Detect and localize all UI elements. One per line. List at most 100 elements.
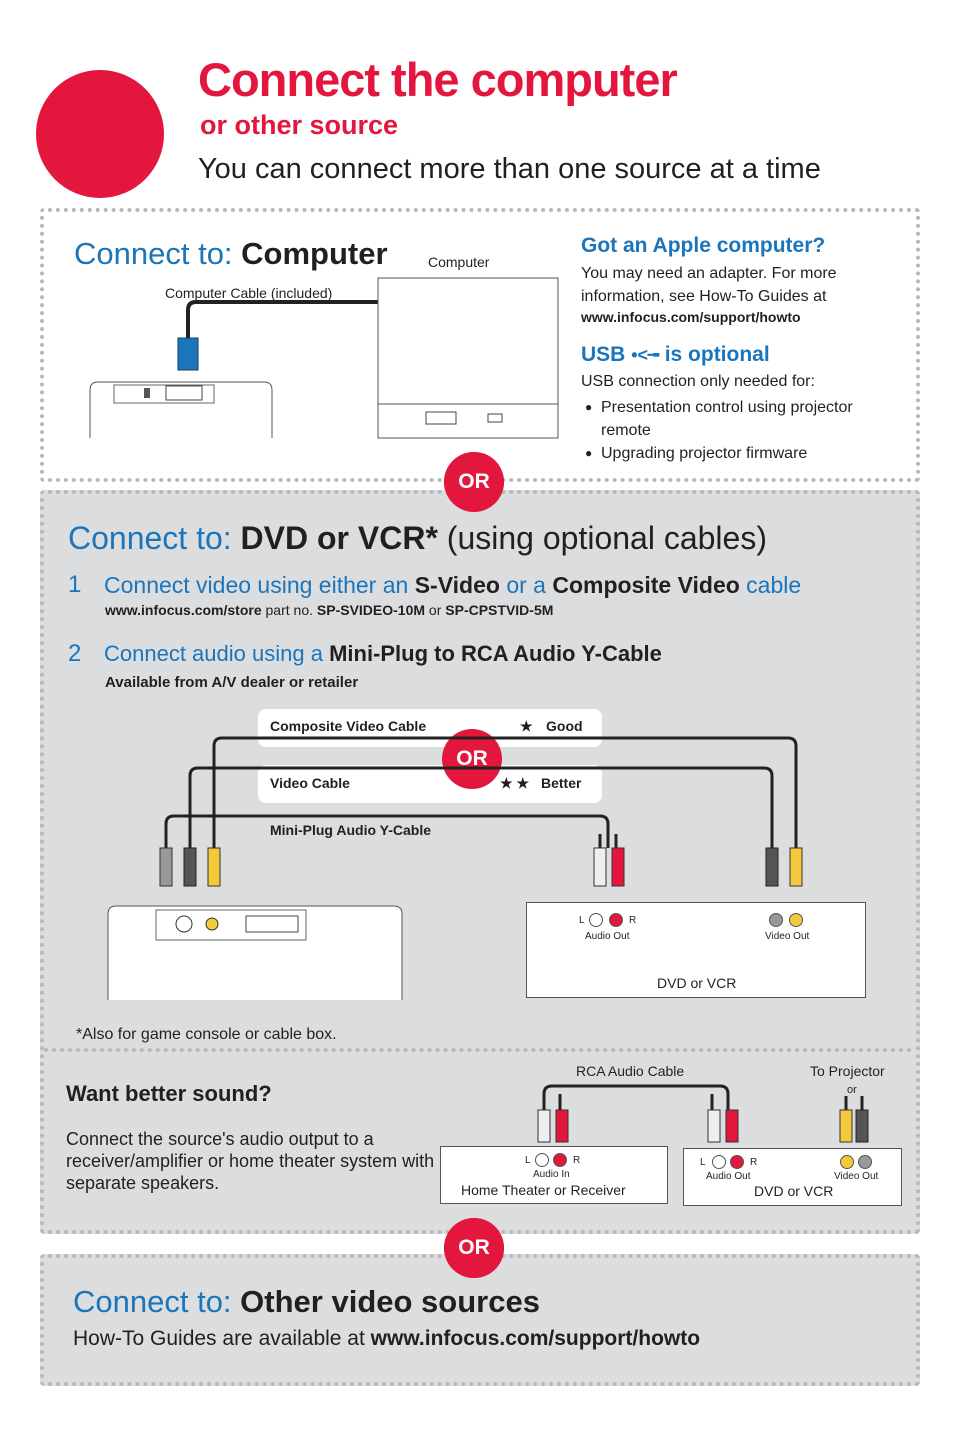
apple-text: You may need an adapter. For more inform… xyxy=(581,265,837,305)
composite-cable-label: Composite Video Cable ★ Good xyxy=(258,709,602,747)
dvd-cable-diagram xyxy=(107,736,803,1000)
step-text-bold: Composite Video xyxy=(552,572,740,598)
rca-plug-white xyxy=(593,847,607,887)
howto-url[interactable]: www.infocus.com/support/howto xyxy=(370,1327,701,1350)
part-number: SP-SVIDEO-10M xyxy=(316,602,426,618)
step-1-text: Connect video using either an S-Video or… xyxy=(104,572,801,599)
other-text: How-To Guides are available at www.infoc… xyxy=(73,1327,700,1351)
store-url[interactable]: www.infocus.com/store xyxy=(105,602,262,618)
audio-port-right xyxy=(553,1153,567,1167)
port-l-label: L xyxy=(700,1157,706,1168)
usb-heading: USB •<╼ is optional xyxy=(581,343,770,367)
computer-label: Computer xyxy=(428,254,490,270)
port-r-label: R xyxy=(629,915,637,926)
sound-heading: Want better sound? xyxy=(66,1081,272,1106)
audio-out-label: Audio Out xyxy=(585,931,630,942)
howto-text: How-To Guides are available at xyxy=(73,1327,365,1350)
svideo-port xyxy=(858,1155,872,1169)
other-sources-panel xyxy=(40,1254,920,1386)
vga-plug-projector xyxy=(177,337,199,371)
apple-url[interactable]: www.infocus.com/support/howto xyxy=(581,309,801,325)
dvd-device-small: L R Audio Out Video Out DVD or VCR xyxy=(683,1148,902,1206)
section-marker-circle xyxy=(36,70,164,198)
or-small-label: or xyxy=(847,1084,857,1096)
heading-prefix: Connect to: xyxy=(73,1284,232,1319)
dvd-heading: Connect to: DVD or VCR* (using optional … xyxy=(68,520,767,557)
step-text: cable xyxy=(746,572,802,598)
section-divider xyxy=(44,1048,912,1052)
step-1-number: 1 xyxy=(68,571,82,598)
receiver-device: L R Audio In Home Theater or Receiver xyxy=(440,1146,668,1204)
part-or: or xyxy=(428,602,442,618)
device-label: Home Theater or Receiver xyxy=(461,1182,626,1198)
step-text-bold: S-Video xyxy=(414,572,500,598)
device-label: DVD or VCR xyxy=(754,1183,834,1199)
mini-plug xyxy=(159,847,173,887)
composite-port xyxy=(840,1155,854,1169)
port-r-label: R xyxy=(750,1157,758,1168)
port-r-label: R xyxy=(573,1155,581,1166)
dvd-device: L R Audio Out Video Out DVD or VCR xyxy=(526,902,866,998)
audio-port-left xyxy=(712,1155,726,1169)
usb-intro: USB connection only needed for: xyxy=(581,373,815,390)
computer-box xyxy=(377,277,559,439)
to-projector-label: To Projector xyxy=(810,1063,885,1079)
rca-cable-label: RCA Audio Cable xyxy=(576,1063,685,1079)
computer-heading: Connect to: Computer xyxy=(74,236,388,272)
page-title: Connect the computer xyxy=(198,53,678,106)
audio-cable-label: Mini-Plug Audio Y-Cable xyxy=(270,822,431,838)
computer-diagram xyxy=(89,277,559,439)
usb-list: Presentation control using projector rem… xyxy=(583,396,873,465)
port-l-label: L xyxy=(525,1155,531,1166)
composite-plug xyxy=(207,847,221,887)
svideo-plug xyxy=(765,847,779,887)
page-tagline: You can connect more than one source at … xyxy=(198,153,821,185)
or-badge: OR xyxy=(444,1218,504,1278)
usb-heading-text-b: is optional xyxy=(664,343,770,366)
step-text-bold: Mini-Plug to RCA Audio Y-Cable xyxy=(329,641,662,666)
audio-port-left xyxy=(535,1153,549,1167)
step-text: Connect video using either an xyxy=(104,572,409,598)
cable-name: Composite Video Cable xyxy=(270,718,427,734)
step-2-number: 2 xyxy=(68,640,82,667)
part-label: part no. xyxy=(265,602,313,618)
step-text: or a xyxy=(506,572,546,598)
audio-port-left xyxy=(589,913,603,927)
star-icon: ★ ★ xyxy=(500,775,529,791)
audio-in-label: Audio In xyxy=(533,1169,570,1180)
heading-suffix: (using optional cables) xyxy=(446,520,767,556)
sound-text: Connect the source's audio output to a r… xyxy=(66,1129,435,1193)
heading-bold: Computer xyxy=(241,236,388,271)
cable-rating: Better xyxy=(541,775,582,791)
audio-port-right xyxy=(730,1155,744,1169)
step-1-parts: www.infocus.com/store part no. SP-SVIDEO… xyxy=(105,602,553,618)
video-cable-label: Video Cable ★ ★ Better xyxy=(258,765,602,803)
svideo-port xyxy=(769,913,783,927)
heading-prefix: Connect to: xyxy=(74,236,233,271)
audio-out-label: Audio Out xyxy=(706,1171,751,1182)
composite-port xyxy=(789,913,803,927)
usb-heading-text-a: USB xyxy=(581,343,626,366)
heading-bold: Other video sources xyxy=(240,1284,540,1319)
heading-bold: DVD or VCR* xyxy=(240,520,438,556)
composite-plug xyxy=(789,847,803,887)
device-label: DVD or VCR xyxy=(657,975,737,991)
rca-plug-red xyxy=(611,847,625,887)
part-number: SP-CPSTVID-5M xyxy=(445,602,554,618)
list-item: Upgrading projector firmware xyxy=(583,442,873,465)
page-subtitle: or other source xyxy=(200,110,399,140)
other-heading: Connect to: Other video sources xyxy=(73,1284,540,1320)
usb-icon: •<╼ xyxy=(631,345,659,365)
apple-heading: Got an Apple computer? xyxy=(581,234,826,257)
step-text: Connect audio using a xyxy=(104,641,323,666)
port-l-label: L xyxy=(579,915,585,926)
star-icon: ★ xyxy=(520,718,533,734)
svideo-plug xyxy=(183,847,197,887)
heading-prefix: Connect to: xyxy=(68,520,232,556)
video-out-label: Video Out xyxy=(765,931,810,942)
or-badge: OR xyxy=(444,452,504,512)
sound-cable-diagram xyxy=(537,1084,869,1143)
computer-cable-label: Computer Cable (included) xyxy=(165,285,333,301)
step-2-note: Available from A/V dealer or retailer xyxy=(105,674,359,691)
audio-port-right xyxy=(609,913,623,927)
